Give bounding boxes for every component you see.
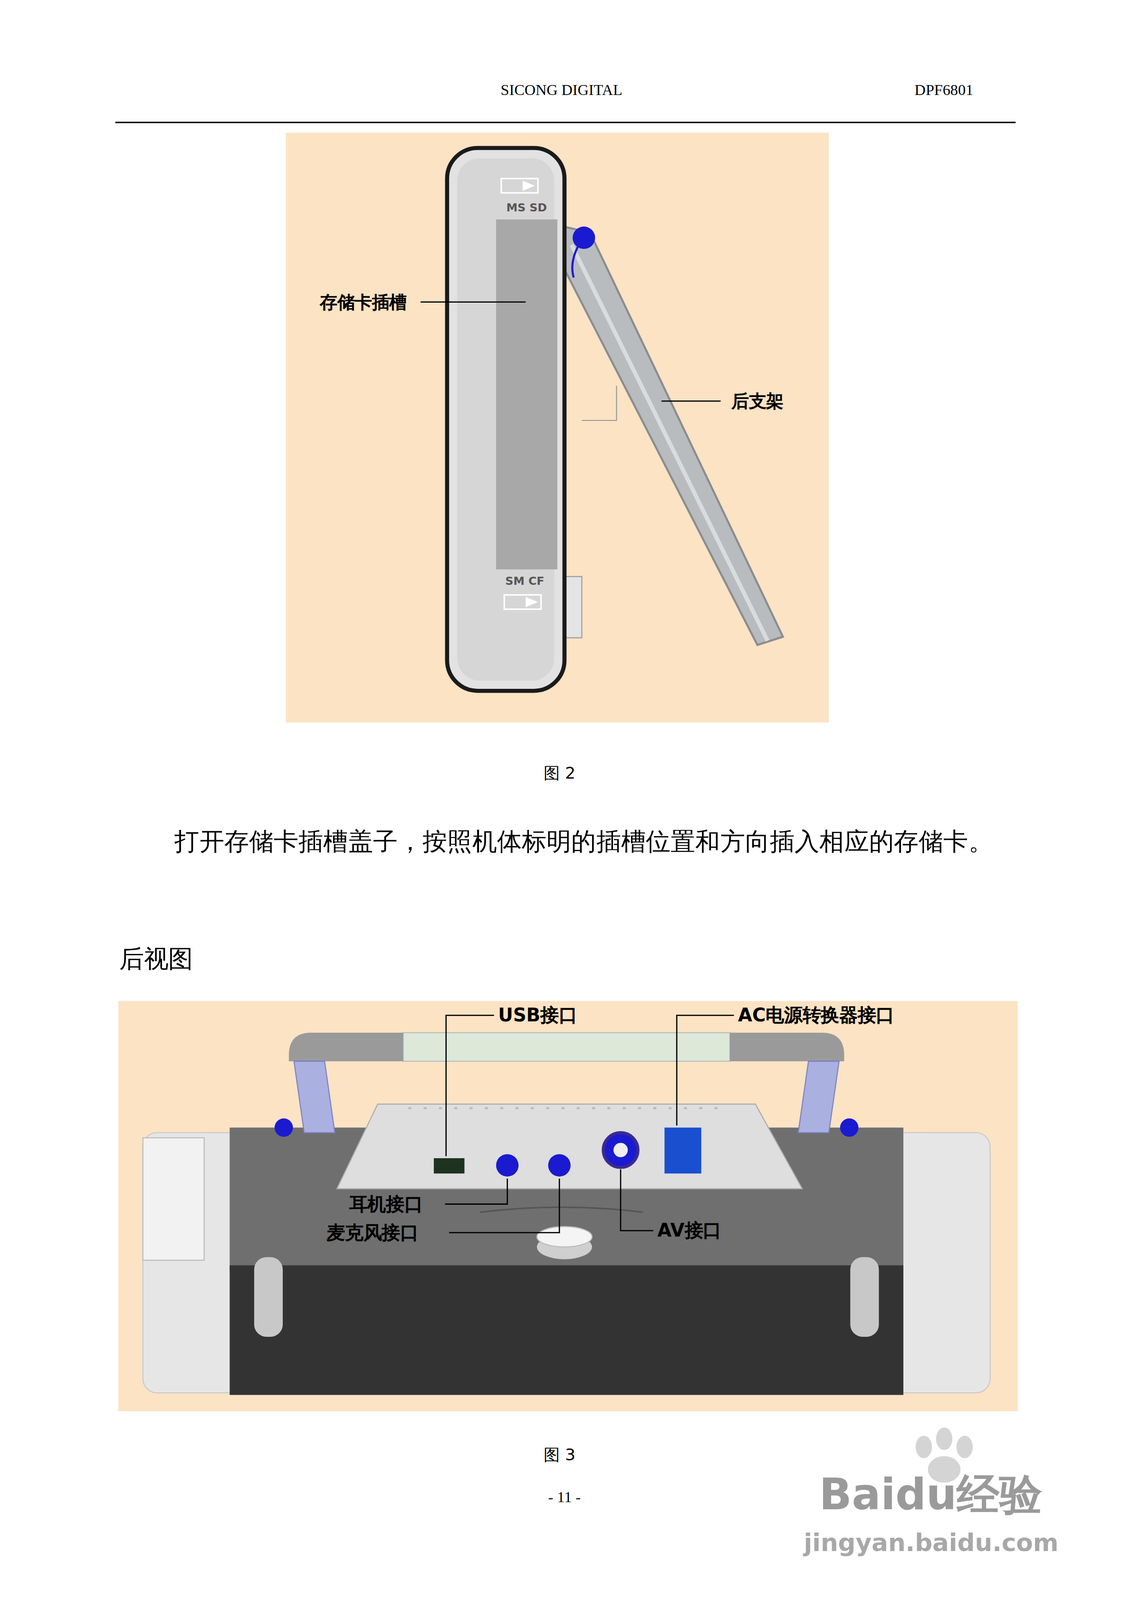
- watermark: jingyan.baidu.com: [804, 1528, 1059, 1559]
- body-paragraph: 打开存储卡插槽盖子，按照机体标明的插槽位置和方向插入相应的存储卡。: [117, 810, 998, 874]
- header-text: DPF6801: [914, 80, 974, 100]
- port-label: 麦克风接口: [326, 1221, 419, 1244]
- part-label: 存储卡插槽: [319, 291, 407, 313]
- port-label: USB接口: [498, 1004, 577, 1027]
- header-text: SICONG DIGITAL: [500, 80, 623, 100]
- section-heading: 后视图: [119, 944, 193, 975]
- figure-caption: 图 3: [543, 1445, 576, 1465]
- watermark: Baidu经验: [819, 1469, 1043, 1522]
- figure-caption: 图 2: [543, 763, 576, 783]
- port-label: AC电源转换器接口: [738, 1004, 895, 1027]
- part-label: 后支架: [731, 391, 784, 413]
- port-label: 耳机接口: [349, 1193, 423, 1216]
- port-label: AV接口: [657, 1219, 722, 1242]
- page-number: - 11 -: [547, 1488, 581, 1507]
- slot-mark: SM CF: [505, 574, 545, 588]
- slot-mark: MS SD: [506, 200, 547, 214]
